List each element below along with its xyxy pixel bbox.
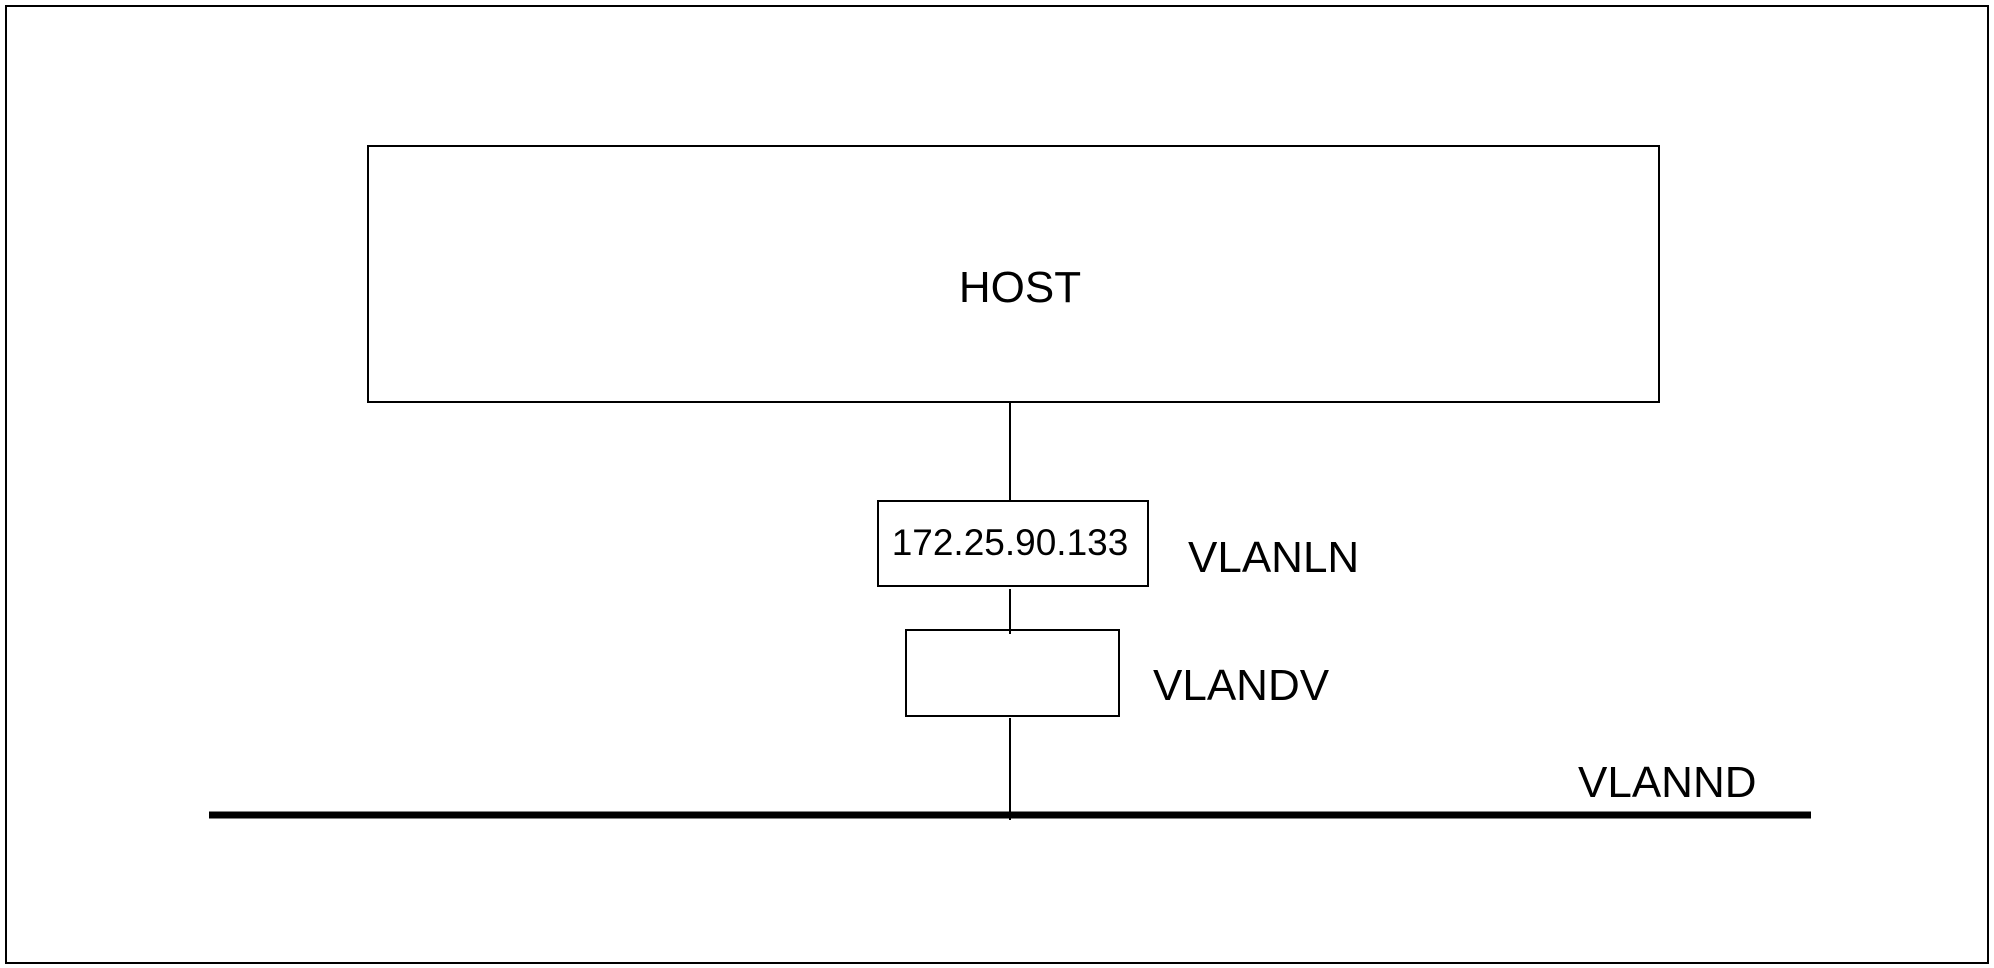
diagram-frame — [5, 5, 1989, 964]
host-label: HOST — [959, 263, 1081, 312]
ip-address-box — [877, 500, 1149, 587]
ip-address-label: 172.25.90.133 — [892, 522, 1129, 563]
vlanln-label: VLANLN — [1188, 533, 1359, 582]
vlandv-label: VLANDV — [1153, 661, 1330, 710]
device-box — [905, 629, 1120, 717]
vlannd-label: VLANND — [1578, 758, 1757, 807]
host-box — [367, 145, 1660, 403]
